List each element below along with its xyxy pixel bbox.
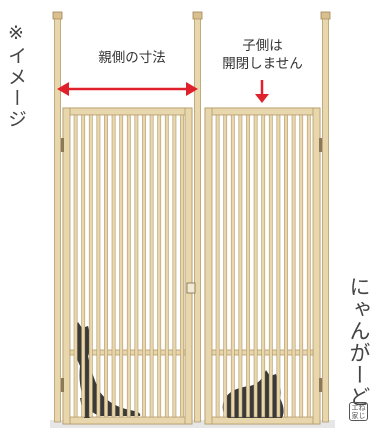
child-slat [261,114,266,418]
parent-dimension-arrow [57,82,198,96]
tension-pole-right [320,11,331,423]
brand-seal: エね 家じ [349,402,368,421]
parent-slat [111,114,116,418]
child-slat [238,114,243,418]
parent-slat [172,114,177,418]
child-down-arrow [255,80,269,103]
tension-pole-left [52,11,63,423]
parent-dimension-label: 親側の寸法 [98,50,166,66]
child-slat [306,114,311,418]
hinge-child-lower [319,378,322,392]
parent-slat [104,114,108,418]
brand-name: にゃんがーど [347,276,371,408]
parent-slat [73,114,78,418]
parent-slat [119,114,124,418]
image-note: ※イメージ [5,22,27,130]
cat-sitting [222,370,284,418]
child-slat [268,114,273,418]
tension-pole-middle [192,11,203,423]
child-slat [276,114,281,418]
parent-slat [149,114,154,418]
parent-slat [126,114,131,418]
parent-slat [134,114,139,418]
child-slat [215,114,220,418]
child-slat [253,114,258,418]
child-label-line2: 開閉しません [222,56,303,72]
child-slat [230,114,235,418]
parent-slat [164,114,169,418]
child-slat [291,114,296,418]
parent-slat [142,114,146,418]
hinge-lower [61,378,64,392]
hinge-upper [61,138,64,152]
parent-slat [180,114,184,418]
parent-slat [88,114,93,418]
child-slat [223,114,228,418]
parent-slat [96,114,101,418]
child-label-line1: 子側は [242,38,283,54]
hinge-child-upper [319,138,322,152]
parent-slat [81,114,86,418]
child-slat [284,114,288,418]
latch [186,282,196,294]
child-label: 子側は 開閉しません [205,37,320,73]
parent-slat [157,114,162,418]
child-slat [299,114,304,418]
child-slat [246,114,250,418]
